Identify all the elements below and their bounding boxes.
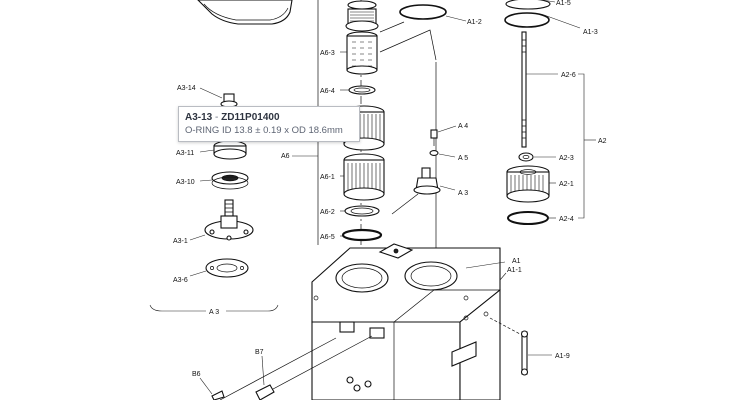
part-a3-10-seal[interactable] bbox=[211, 171, 249, 190]
label-a3-1: A3-1 bbox=[173, 238, 188, 245]
part-b7-fitting[interactable] bbox=[255, 384, 275, 400]
label-a2: A2 bbox=[598, 138, 607, 145]
label-a4: A 4 bbox=[458, 123, 468, 130]
part-a3-1-flange[interactable] bbox=[204, 199, 254, 241]
label-a3-6: A3-6 bbox=[173, 277, 188, 284]
part-a6-4-ring[interactable] bbox=[348, 85, 376, 95]
tooltip-header: A3-13 - ZD11P01400 bbox=[185, 111, 353, 124]
tooltip-separator: - bbox=[215, 112, 219, 123]
label-b6: B6 bbox=[192, 371, 201, 378]
label-b7: B7 bbox=[255, 349, 264, 356]
label-a1-3: A1-3 bbox=[583, 29, 598, 36]
part-a6-5-oring[interactable] bbox=[341, 228, 383, 242]
part-a2-6-rod[interactable] bbox=[521, 31, 527, 148]
label-a1-5: A1-5 bbox=[556, 0, 571, 7]
part-a1-tank[interactable] bbox=[311, 243, 501, 400]
part-a6-2-ring[interactable] bbox=[344, 205, 380, 217]
part-a6-1-gear[interactable] bbox=[343, 153, 385, 201]
label-a6-1: A6-1 bbox=[320, 174, 335, 181]
label-a1: A1 bbox=[512, 258, 521, 265]
part-a1-9-gauge[interactable] bbox=[520, 330, 529, 376]
part-a3-6-gasket[interactable] bbox=[205, 258, 249, 278]
label-a2-4: A2-4 bbox=[559, 216, 574, 223]
part-a4-bolt[interactable] bbox=[430, 129, 438, 146]
part-a2-4-oring[interactable] bbox=[507, 211, 549, 225]
tooltip-part-number: ZD11P01400 bbox=[221, 112, 280, 123]
label-a2-6: A2-6 bbox=[561, 72, 576, 79]
label-a6-5: A6-5 bbox=[320, 234, 335, 241]
label-a3-11: A3-11 bbox=[176, 150, 194, 157]
label-a3-part: A 3 bbox=[458, 190, 468, 197]
part-a1-5-ring[interactable] bbox=[505, 0, 551, 10]
label-a6-3: A6-3 bbox=[320, 50, 335, 57]
part-a3-11-body[interactable] bbox=[213, 140, 247, 160]
label-a5: A 5 bbox=[458, 155, 468, 162]
label-a6-2: A6-2 bbox=[320, 209, 335, 216]
part-a2-1-gear[interactable] bbox=[506, 165, 550, 203]
part-b6-fitting[interactable] bbox=[211, 390, 225, 400]
label-a1-1: A1-1 bbox=[507, 267, 522, 274]
part-a6-3-filter[interactable] bbox=[346, 31, 378, 75]
label-a3-14: A3-14 bbox=[177, 85, 196, 92]
part-a3-valve[interactable] bbox=[413, 167, 441, 195]
label-a2-1: A2-1 bbox=[559, 181, 574, 188]
label-a6-4: A6-4 bbox=[320, 88, 335, 95]
label-a3-10: A3-10 bbox=[176, 179, 195, 186]
label-a1-9: A1-9 bbox=[555, 353, 570, 360]
part-tooltip: A3-13 - ZD11P01400 O-RING ID 13.8 ± 0.19… bbox=[178, 106, 360, 142]
tooltip-description: O-RING ID 13.8 ± 0.19 x OD 18.6mm bbox=[185, 125, 343, 136]
cover-part[interactable] bbox=[197, 0, 293, 25]
label-a2-3: A2-3 bbox=[559, 155, 574, 162]
part-a1-3-ring[interactable] bbox=[504, 12, 550, 28]
label-a1-2: A1-2 bbox=[467, 19, 482, 26]
part-a2-3-nut[interactable] bbox=[518, 152, 534, 162]
label-a6: A6 bbox=[281, 153, 290, 160]
label-a3-group: A 3 bbox=[209, 309, 219, 316]
part-a5-washer[interactable] bbox=[429, 150, 439, 156]
part-a1-2-ring[interactable] bbox=[399, 4, 447, 20]
part-a6-top-spring[interactable] bbox=[345, 0, 379, 32]
tooltip-part-ref: A3-13 bbox=[185, 112, 213, 123]
